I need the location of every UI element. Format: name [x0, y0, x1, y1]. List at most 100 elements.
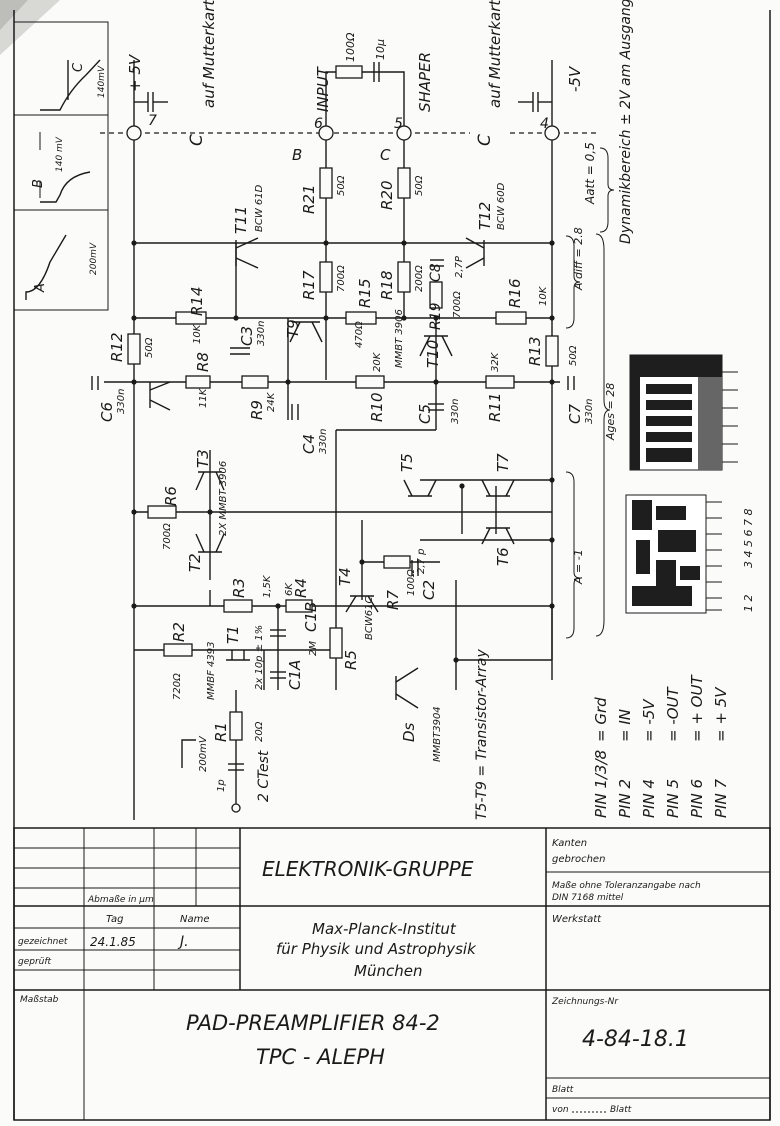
- gebrochen-label: gebrochen: [552, 854, 605, 865]
- main-wiring: [104, 140, 560, 810]
- pos-decoupling-cap: [134, 92, 168, 112]
- r21-body: [319, 167, 333, 199]
- pcb-bottom-view: 3 4 5 6 7 8 1 2: [625, 494, 755, 614]
- blatt-label: Blatt: [552, 1085, 574, 1095]
- c3-value: 330n: [256, 321, 267, 346]
- neg-decoupling-cap: [518, 92, 552, 112]
- r16-body: [495, 311, 527, 325]
- c3-label: C3: [238, 326, 256, 346]
- pin-table: PIN 1/3/8 = Grd PIN 2 = IN PIN 4 = -5V P…: [592, 674, 730, 818]
- r2-label: R2: [170, 622, 188, 642]
- r20-value: 50Ω: [414, 175, 425, 196]
- t3-label: T3: [194, 449, 212, 468]
- r3-value: 1,5K: [262, 574, 273, 598]
- ds-label: Ds: [400, 722, 418, 742]
- institute-line-1: Max-Planck-Institut: [312, 920, 457, 938]
- test-input-terminal: [231, 803, 241, 813]
- t2-label: T2: [186, 553, 204, 572]
- ctest-symbol: [228, 763, 244, 771]
- r14-value: 10K: [192, 323, 203, 344]
- pulse-b-amp: 140 mV: [55, 136, 65, 172]
- t1-symbol: [226, 650, 250, 661]
- r1-value: 20Ω: [254, 721, 265, 742]
- pin-row-2-pin: PIN 2: [616, 779, 634, 818]
- ctest-label: 2 CTest: [256, 750, 272, 802]
- r15-label: R15: [356, 278, 374, 308]
- c5-symbol: [428, 403, 444, 411]
- gezeichnet-label: gezeichnet: [18, 937, 68, 947]
- drawing-number: 4-84-18.1: [582, 1027, 689, 1052]
- pcb-top-view: [629, 354, 738, 471]
- r16-label: R16: [506, 278, 524, 308]
- r20-body: [397, 167, 411, 199]
- r15-value: 470Ω: [354, 321, 365, 348]
- t9-symbol: [289, 321, 323, 343]
- adiff-note: A diff = 2.8: [572, 227, 585, 291]
- r4-label: R4: [292, 578, 310, 598]
- drawn-date: 24.1.85: [90, 935, 136, 949]
- shaper-label: SHAPER: [416, 52, 434, 112]
- von-label: von: [552, 1105, 569, 1115]
- drawn-initials: J.: [177, 934, 189, 950]
- r19-value: 700Ω: [452, 291, 463, 318]
- c7-label: C7: [566, 404, 584, 424]
- r14-label: R14: [188, 286, 206, 316]
- r12-body: [127, 333, 141, 365]
- att-note: Aatt = 0,5: [583, 142, 597, 205]
- c8-value: 2,7P: [454, 255, 465, 278]
- pin-row-6-val: = + 5V: [712, 686, 730, 742]
- r8-value: 11K: [198, 387, 209, 408]
- t7-label: T7: [494, 453, 512, 472]
- r17-value: 700Ω: [336, 265, 347, 292]
- r7-body: [383, 555, 411, 569]
- pcb-pin-12: 1 2: [742, 595, 755, 613]
- group-name: ELEKTRONIK-GRUPPE: [262, 857, 474, 881]
- institute-line-2: für Physik und Astrophysik: [276, 940, 477, 958]
- node-b-label: B: [292, 146, 302, 164]
- c4-value: 330n: [318, 429, 329, 454]
- r12-value: 50Ω: [144, 337, 155, 358]
- t1-label: T1: [224, 625, 242, 644]
- r3-body: [223, 599, 253, 613]
- r19-label: R19: [428, 302, 444, 330]
- c4-label: C4: [300, 434, 318, 454]
- c6-symbol: [91, 376, 99, 390]
- t10-symbol: [419, 335, 453, 357]
- r6-body: [147, 505, 177, 519]
- r18-label: R18: [378, 270, 396, 300]
- pulse-a-amp: 200mV: [89, 242, 99, 275]
- pin-row-3-pin: PIN 4: [640, 779, 658, 818]
- t11-part: BCW 61D: [254, 184, 265, 232]
- r16-value: 10K: [538, 285, 549, 306]
- pulse-inset: A B C 200mV 140 mV 140mV: [13, 21, 109, 311]
- c1-symbol: [270, 629, 286, 679]
- t10-part: MMBT 3906: [394, 309, 405, 368]
- r3-label: R3: [230, 578, 248, 598]
- test-pulse-amp: 200mV: [198, 735, 209, 772]
- pin-row-2-val: = IN: [616, 709, 634, 742]
- r6-value: 700Ω: [162, 523, 173, 550]
- t3-symbol: [195, 471, 225, 491]
- r15-body: [345, 311, 377, 325]
- r4-body: [285, 599, 313, 613]
- name-header: Name: [180, 914, 210, 925]
- ds-symbol: [395, 667, 419, 709]
- pulse-c-label: C: [71, 62, 86, 72]
- r18-body: [397, 261, 411, 293]
- t12-symbol: [465, 237, 485, 269]
- c2-symbol: [411, 560, 419, 576]
- conn-c-left: C: [187, 134, 207, 146]
- pin-row-5-pin: PIN 6: [688, 779, 706, 818]
- ds-part: MMBT3904: [432, 706, 443, 762]
- transistor-symbols: [149, 237, 515, 709]
- r2-value: 720Ω: [172, 673, 183, 700]
- r18-value: 200Ω: [414, 265, 425, 292]
- pos-rail-label: + 5V: [126, 53, 144, 92]
- c2-label: C2: [420, 580, 438, 600]
- r8-label: R8: [194, 352, 212, 372]
- r12-label: R12: [108, 332, 126, 362]
- r8-body: [185, 375, 211, 389]
- r9-label: R9: [248, 400, 266, 420]
